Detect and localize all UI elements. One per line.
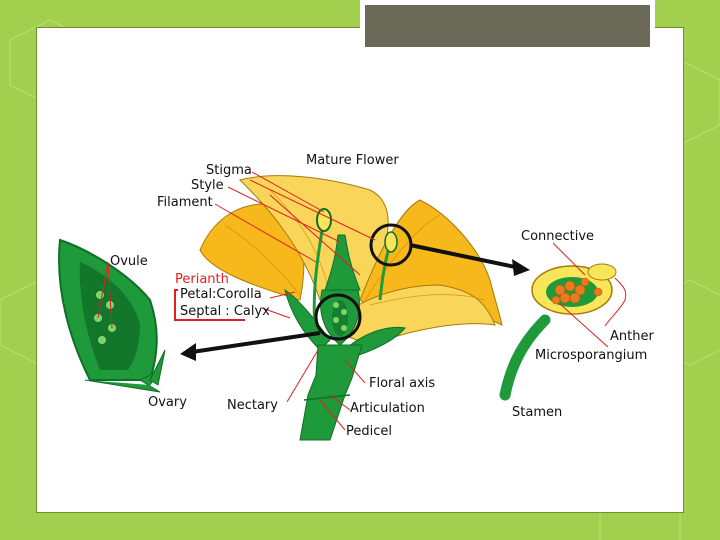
label-nectary: Nectary bbox=[227, 398, 278, 413]
stigma-shape bbox=[317, 209, 331, 231]
label-stigma: Stigma bbox=[206, 163, 252, 178]
label-style: Style bbox=[191, 178, 224, 193]
label-pedicel: Pedicel bbox=[346, 424, 392, 439]
label-perianth: Perianth bbox=[175, 272, 229, 287]
label-ovary: Ovary bbox=[148, 395, 187, 410]
label-filament: Filament bbox=[157, 195, 213, 210]
label-septal-calyx: Septal : Calyx bbox=[180, 304, 270, 319]
label-mature-flower: Mature Flower bbox=[306, 153, 399, 168]
label-articulation: Articulation bbox=[350, 401, 425, 416]
label-microsporangium: Microsporangium bbox=[535, 348, 647, 363]
label-stamen: Stamen bbox=[512, 405, 562, 420]
label-anther: Anther bbox=[610, 329, 654, 344]
stamen-detail bbox=[505, 264, 626, 395]
label-ovule: Ovule bbox=[110, 254, 148, 269]
label-connective: Connective bbox=[521, 229, 594, 244]
label-floral-axis: Floral axis bbox=[369, 376, 435, 391]
label-petal-corolla: Petal:Corolla bbox=[180, 287, 262, 302]
